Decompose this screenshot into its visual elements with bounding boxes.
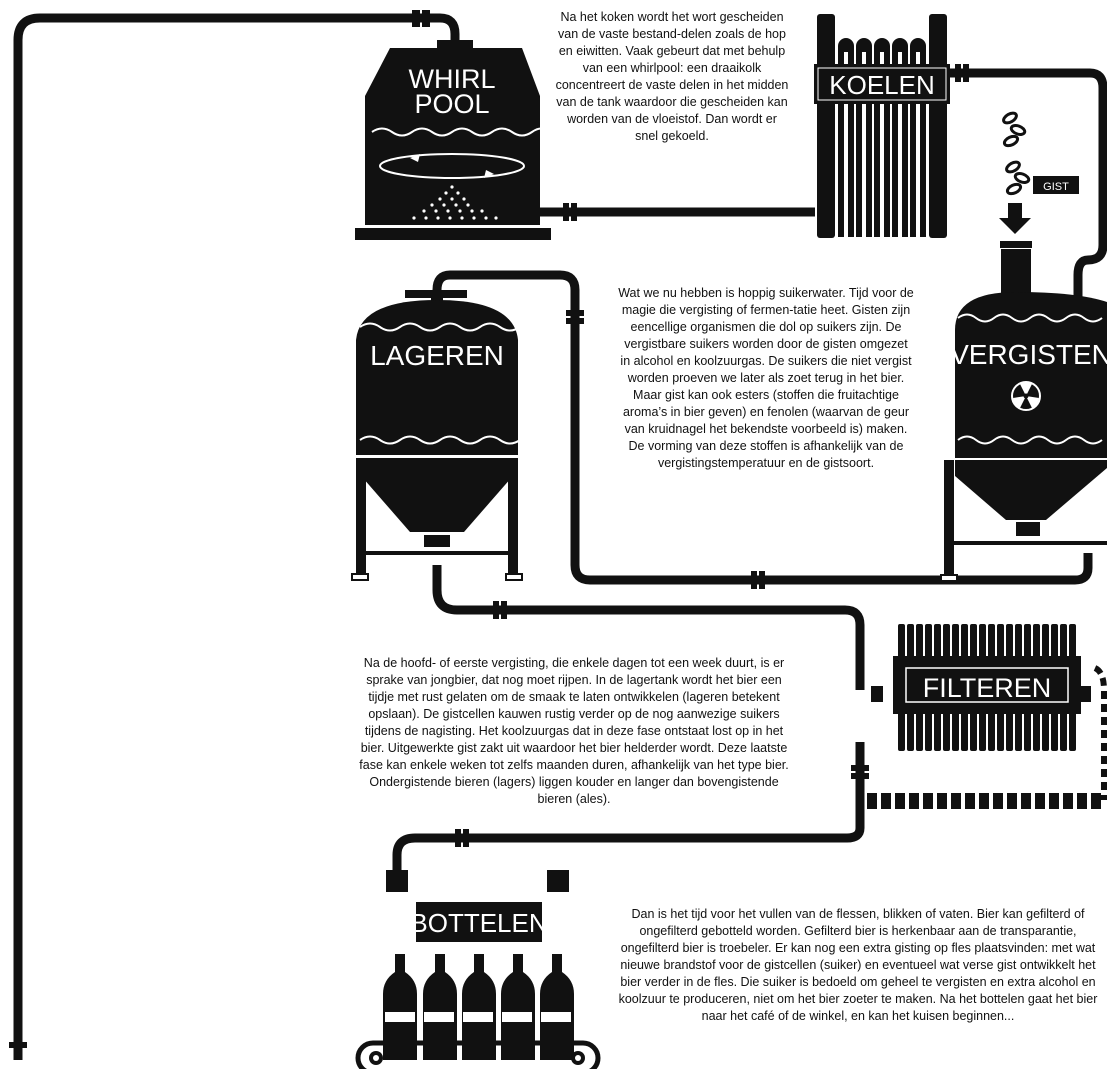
radiation-icon [1011,381,1041,411]
gist-label: GIST [1043,181,1069,193]
filter: FILTEREN [867,624,1101,809]
pipe-network [13,13,1107,1060]
whirlpool-tank: WHIRL POOL [355,40,551,240]
bottle-icon [383,954,417,1060]
pipe-lageren-filteren [432,565,865,690]
bottelen-label: BOTTELEN [410,908,547,938]
bottle-icon [423,954,457,1060]
cooler-coils [838,38,926,237]
bottle-icon [462,954,496,1060]
filteren-label: FILTEREN [923,673,1052,703]
pipe-vergisten-lageren [432,270,1093,585]
koelen-label: KOELEN [829,70,935,100]
whirlpool-label: WHIRL [409,64,496,94]
conveyor-belt [355,1040,601,1069]
bottling-line: BOTTELEN [355,870,601,1069]
whirlpool-description: Na het koken wordt het wort gescheiden v… [555,10,789,143]
bottle-icon [540,954,574,1060]
down-arrow-icon [999,203,1031,234]
pipe-koelen-vergisten [950,68,1107,300]
whirlpool-sediment [412,185,498,220]
bottelen-description: Dan is het tijd voor het vullen van de f… [618,907,1098,1023]
pipe-return-left [13,13,460,1060]
pipe-filteren-bottelen [392,742,865,872]
pipe-filter-loop [1093,665,1107,800]
cooler: KOELEN [814,14,950,238]
bottles [383,954,574,1060]
filter-drain-dashes [867,793,1101,809]
vergisten-label: VERGISTEN [950,339,1107,370]
whirlpool-label-2: POOL [414,89,489,119]
bottle-icon [501,954,535,1060]
lager-tank: LAGEREN [351,290,523,581]
lageren-description: Na de hoofd- of eerste vergisting, die e… [359,656,789,806]
fermentation-tank: VERGISTEN [940,241,1107,582]
pipe-couplings [9,10,969,1048]
yeast-icon [1002,111,1031,196]
vergisten-description: Wat we nu hebben is hoppig suikerwater. … [618,286,914,470]
lageren-label: LAGEREN [370,340,504,371]
